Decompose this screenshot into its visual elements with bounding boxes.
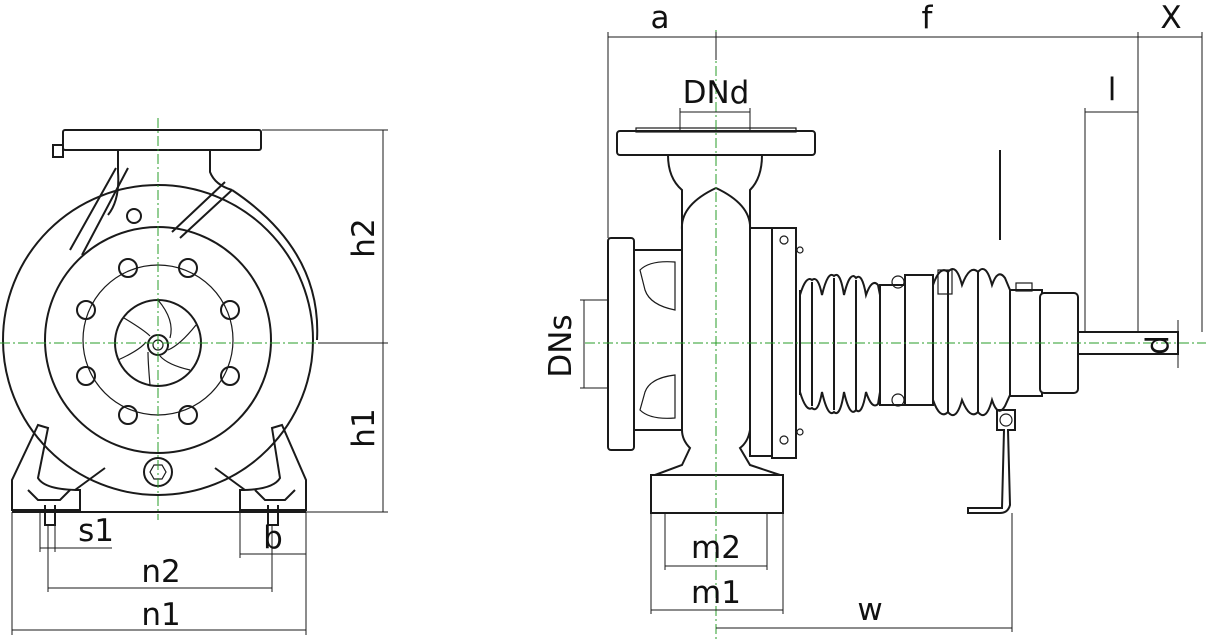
label-s1: s1 xyxy=(78,513,114,549)
dim-h xyxy=(262,129,388,513)
label-n1: n1 xyxy=(141,597,180,633)
casing-cover xyxy=(749,227,773,457)
bearing-housing-fins-2 xyxy=(932,268,1011,416)
support-bracket xyxy=(967,409,1016,514)
front-view: h2 h1 s1 b n2 n1 xyxy=(0,118,388,635)
label-d: d xyxy=(1140,335,1176,355)
pedestal-base xyxy=(650,474,784,514)
bolt-holes xyxy=(76,258,240,425)
side-view: a f X l DNd DNs d m2 m1 w xyxy=(543,0,1206,640)
dim-bottom-side xyxy=(650,513,1013,632)
label-a: a xyxy=(651,0,670,36)
vent-plug xyxy=(126,208,142,224)
discharge-flange-front xyxy=(62,129,262,151)
label-h2: h2 xyxy=(346,218,382,257)
support-ribs xyxy=(69,167,233,256)
left-foot xyxy=(11,423,81,511)
label-DNd: DNd xyxy=(683,75,750,111)
label-f: f xyxy=(922,0,934,36)
label-w: w xyxy=(857,592,882,628)
label-m1: m1 xyxy=(691,575,741,611)
bearing-housing-fins xyxy=(799,273,881,414)
label-m2: m2 xyxy=(691,530,741,566)
dim-top xyxy=(580,32,1203,389)
seal-housing xyxy=(879,284,909,406)
discharge-neck-side xyxy=(667,154,763,230)
discharge-neck-front xyxy=(107,150,233,216)
right-foot xyxy=(239,423,307,511)
flange-bolt-front xyxy=(52,144,64,158)
dim-bottom-front xyxy=(11,512,307,635)
volute-tongue xyxy=(231,189,319,341)
label-h1: h1 xyxy=(346,408,382,447)
suction-flange-side xyxy=(607,237,635,451)
label-n2: n2 xyxy=(141,554,180,590)
label-b: b xyxy=(263,520,283,556)
bearing-cap xyxy=(904,274,934,406)
label-DNs: DNs xyxy=(543,314,579,377)
label-X: X xyxy=(1160,0,1181,36)
label-l: l xyxy=(1108,72,1117,108)
